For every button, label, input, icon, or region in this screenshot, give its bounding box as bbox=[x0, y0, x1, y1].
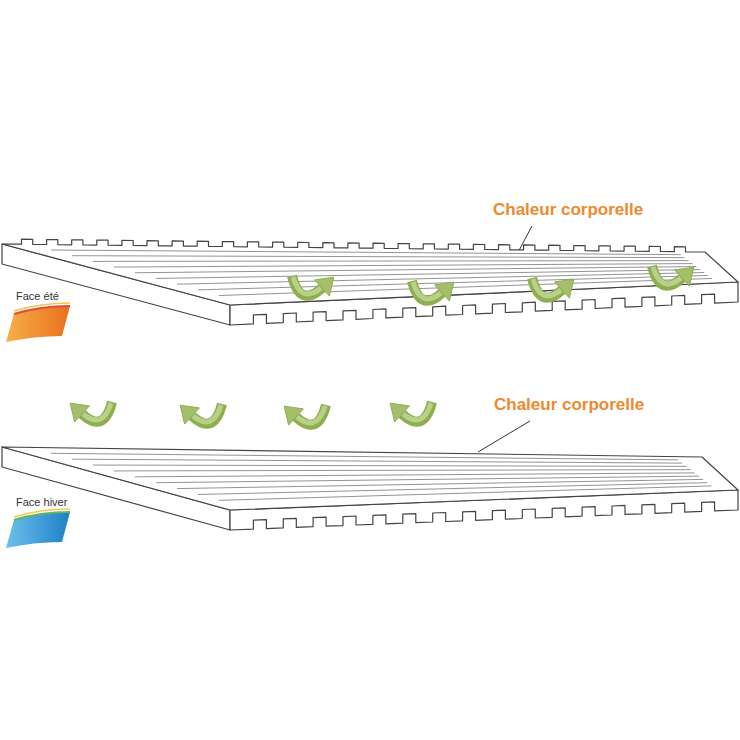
arrow-body bbox=[192, 404, 222, 424]
summer-swatch bbox=[6, 306, 70, 342]
swatch-stripe bbox=[14, 303, 70, 311]
heat-arrow bbox=[180, 404, 222, 424]
groove-line bbox=[156, 476, 699, 483]
arrow-body bbox=[412, 281, 442, 301]
arrow-head bbox=[390, 403, 409, 422]
slab-top bbox=[2, 239, 738, 305]
arrow-head bbox=[315, 277, 334, 296]
arrow-body bbox=[292, 276, 322, 296]
groove-line bbox=[72, 459, 682, 463]
swatch-stripe bbox=[14, 509, 70, 517]
groove-line bbox=[177, 479, 703, 488]
mattress-slab bbox=[2, 239, 738, 325]
swatch-stripe bbox=[14, 512, 70, 520]
heat-arrow bbox=[412, 281, 454, 301]
face-label: Face hiver bbox=[16, 496, 67, 509]
heat-arrow bbox=[390, 402, 432, 422]
arrow-body bbox=[652, 266, 682, 286]
heat-arrow bbox=[292, 276, 334, 296]
groove-line bbox=[51, 250, 681, 255]
heat-arrow bbox=[532, 278, 574, 298]
mattress-slab bbox=[2, 447, 738, 530]
heat-label: Chaleur corporelle bbox=[493, 200, 643, 220]
swatch-stripe bbox=[14, 306, 70, 314]
leader-line bbox=[478, 421, 530, 452]
groove-line bbox=[177, 273, 704, 285]
groove-line bbox=[135, 267, 696, 273]
arrow-head bbox=[284, 406, 303, 425]
arrow-body bbox=[402, 402, 432, 422]
winter-swatch bbox=[6, 512, 70, 548]
arrow-head bbox=[70, 403, 89, 422]
arrow-head bbox=[435, 282, 454, 301]
slab-top bbox=[2, 447, 738, 510]
heat-arrow bbox=[652, 266, 694, 286]
heat-arrow bbox=[284, 405, 326, 425]
arrow-body bbox=[532, 278, 562, 298]
groove-line bbox=[114, 470, 691, 471]
arrow-body bbox=[82, 402, 112, 422]
arrow-head bbox=[180, 405, 199, 424]
groove-line bbox=[135, 473, 695, 477]
groove-line bbox=[93, 260, 689, 262]
groove-line bbox=[51, 453, 678, 460]
heat-label: Chaleur corporelle bbox=[494, 395, 644, 415]
groove-line bbox=[114, 264, 692, 268]
groove-line bbox=[219, 486, 712, 500]
arrow-head bbox=[675, 267, 694, 286]
heat-arrow bbox=[70, 402, 112, 422]
arrow-body bbox=[296, 405, 326, 425]
face-label: Face été bbox=[16, 290, 59, 303]
groove-line bbox=[72, 256, 685, 258]
groove-line bbox=[93, 465, 687, 466]
arrow-head bbox=[555, 279, 574, 298]
